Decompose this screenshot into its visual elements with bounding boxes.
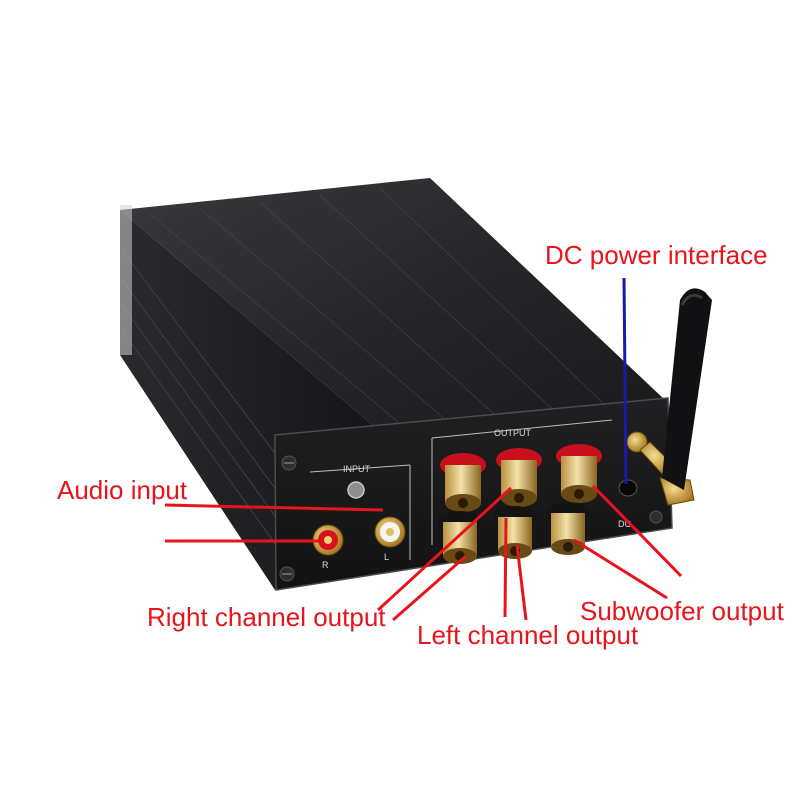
binding-post-icon[interactable]: [493, 506, 537, 559]
chassis-edge-highlight: [120, 205, 132, 355]
left-pointer-2: [515, 544, 528, 621]
dc-jack-icon[interactable]: DC: [618, 479, 638, 529]
input-section: INPUT R L: [309, 464, 411, 570]
right-channel-label: Right channel output: [147, 602, 386, 632]
binding-post-icon[interactable]: [546, 502, 590, 555]
rca-jack-icon[interactable]: [374, 516, 406, 548]
binding-post-icon[interactable]: [556, 444, 602, 503]
output-section: OUTPUT: [431, 419, 613, 564]
sub-pointer-1: [591, 484, 683, 578]
chassis-top: [120, 178, 665, 440]
left-pointer-1: [503, 517, 508, 618]
dc-power-label: DC power interface: [545, 240, 768, 270]
dc-panel-label: DC: [618, 519, 631, 529]
antenna-icon: [626, 288, 712, 506]
r-panel-label: R: [322, 560, 329, 570]
subwoofer-label: Subwoofer output: [580, 596, 784, 626]
output-panel-label: OUTPUT: [494, 428, 532, 438]
audio-input-label: Audio input: [57, 475, 188, 505]
audio-pointer-upper: [164, 503, 384, 512]
l-panel-label: L: [384, 552, 389, 562]
binding-post-icon[interactable]: [496, 448, 542, 507]
screw-icon: [279, 455, 663, 582]
binding-post-icon[interactable]: [440, 453, 486, 512]
pointer-lines: [164, 277, 683, 622]
binding-post-icon[interactable]: [438, 511, 482, 564]
right-pointer-1: [376, 486, 513, 612]
sub-pointer-2: [573, 538, 668, 600]
dc-pointer: [622, 277, 628, 485]
left-channel-label: Left channel output: [417, 620, 639, 650]
input-panel-label: INPUT: [343, 464, 371, 474]
right-pointer-2: [392, 554, 467, 622]
screw-icon: [347, 481, 365, 499]
